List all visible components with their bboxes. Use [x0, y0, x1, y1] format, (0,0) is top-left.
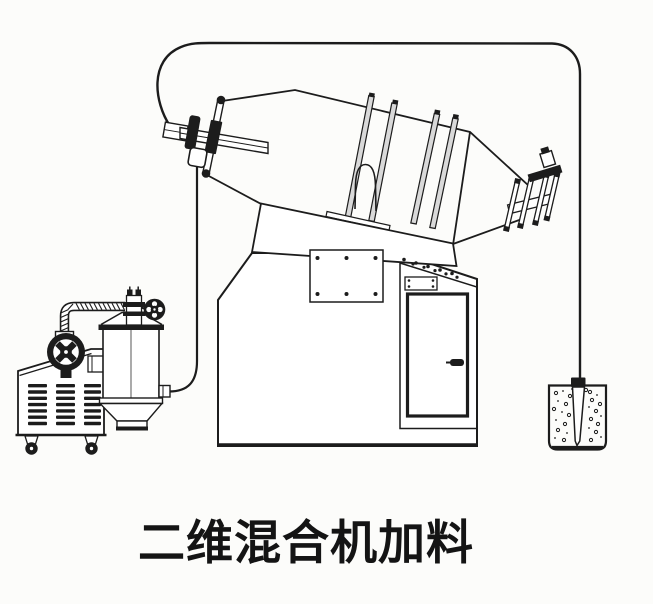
drum-strap — [344, 92, 375, 219]
cabinet-hopper-duct — [87, 355, 105, 373]
base-slope-bolts — [402, 257, 454, 276]
base-bolt-plate — [309, 249, 384, 303]
feed-joint-block — [187, 146, 208, 169]
bin-material-granules — [551, 387, 603, 443]
trunnion-bearing-collar — [184, 115, 201, 150]
drum-strap — [368, 99, 399, 223]
base-access-door — [399, 261, 478, 430]
drum-cradle — [250, 202, 458, 267]
diagram-caption: 二维混合机加料 — [138, 516, 474, 569]
drum-strap — [429, 114, 459, 230]
caster-wheel — [84, 435, 99, 455]
drum-strap — [410, 109, 441, 225]
door-name-plate — [404, 276, 438, 291]
mixer-drum — [206, 89, 530, 246]
hopper-lid-rim — [98, 324, 164, 330]
feed-tube — [167, 166, 199, 393]
drum-left-trunnion — [162, 95, 269, 178]
hopper-side-fitting — [158, 384, 171, 398]
caster-wheel — [24, 435, 39, 455]
door-handle — [450, 359, 464, 366]
door-top-bolts — [411, 262, 459, 279]
hopper-flange — [98, 397, 164, 405]
overhead-suction-pipe — [156, 41, 582, 380]
valve-cap — [539, 146, 557, 169]
hopper-lid-valve — [123, 286, 145, 326]
drum-discharge-valve — [503, 146, 563, 232]
vent-louvers — [28, 384, 101, 426]
suction-lance — [571, 377, 586, 448]
valve-crossbar — [527, 164, 563, 183]
hopper-cone — [98, 402, 164, 422]
material-bin — [547, 377, 608, 451]
receiver-hopper — [98, 286, 171, 431]
drum-swing-arch — [354, 163, 377, 212]
machine-base — [217, 202, 478, 447]
vacuum-pump-cabinet — [15, 348, 107, 455]
blower-wheel — [47, 333, 85, 378]
hopper-handwheel — [141, 298, 166, 321]
